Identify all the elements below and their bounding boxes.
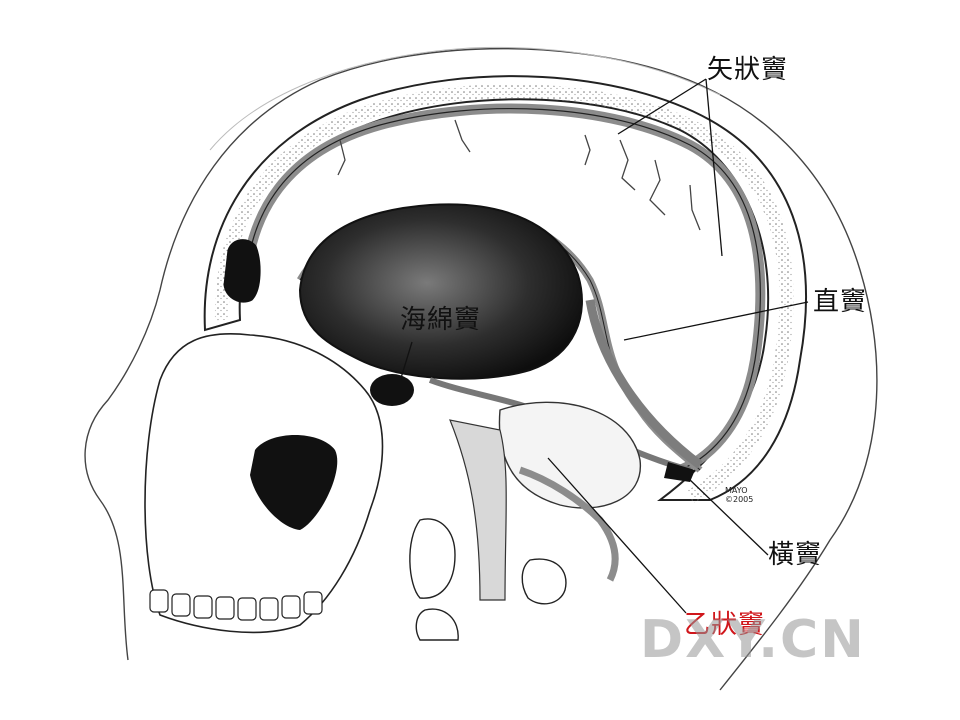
watermark: DXY.CN [640, 610, 866, 670]
frontal-sinus [223, 239, 261, 303]
cerebellum [498, 401, 641, 509]
brainstem [449, 419, 507, 601]
head-outline [84, 47, 878, 691]
lateral-ventricle [298, 203, 583, 380]
mayo-credit-line1: MAYO [725, 486, 748, 495]
mayo-credit: MAYO ©2005 [725, 486, 754, 505]
leader-lines [400, 78, 809, 614]
transverse-sinus [664, 462, 695, 482]
transverse-sinus-label: 橫竇 [768, 540, 823, 570]
cavernous-sinus-label: 海綿竇 [400, 305, 482, 335]
sigmoid-sinus [518, 466, 619, 582]
sigmoid-sinus-label: 乙狀竇 [684, 610, 766, 640]
sagittal-sinus-label: 矢狀竇 [707, 55, 789, 85]
diploe-band [214, 84, 794, 504]
hair-outline [209, 46, 721, 151]
mayo-credit-line2: ©2005 [725, 494, 754, 504]
straight-sinus-label: 直竇 [813, 287, 868, 317]
maxillary-sinus [250, 435, 338, 530]
straight-sinus [585, 299, 703, 469]
cortical-veins [337, 119, 701, 231]
cervical-vertebrae [409, 518, 567, 641]
cavernous-sinus [370, 374, 414, 406]
teeth [149, 589, 323, 621]
